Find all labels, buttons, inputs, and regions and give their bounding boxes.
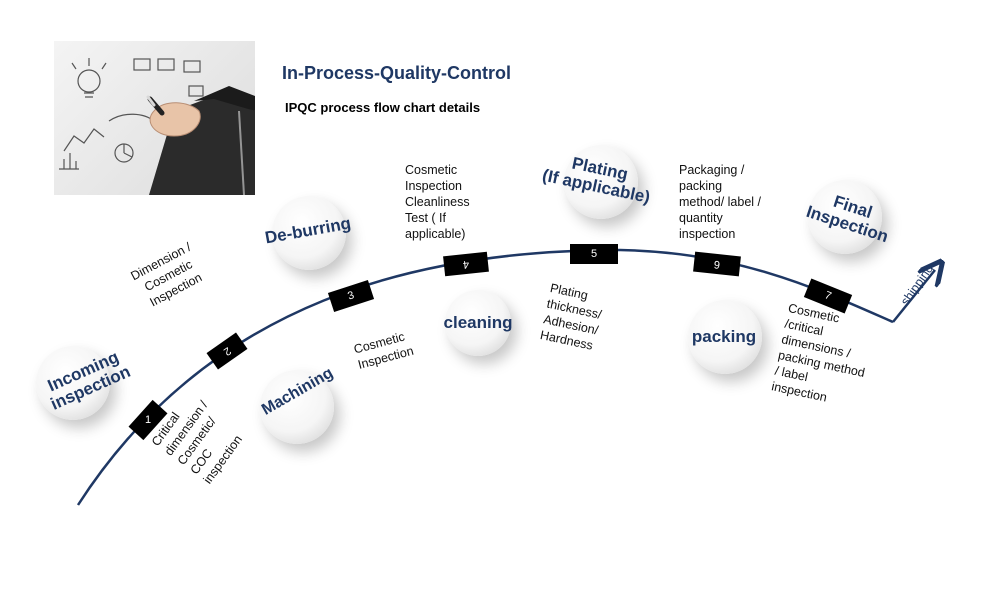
hand-drawing-sketch-photo <box>59 58 255 195</box>
step-bubble-cleaning <box>445 290 511 356</box>
step-bubble-deburring <box>272 196 346 270</box>
step-marker-5: 5 <box>570 244 618 264</box>
step-bubble-final-inspection <box>808 180 882 254</box>
note-cleaning: Cosmetic Inspection Cleanliness Test ( I… <box>405 163 470 241</box>
note-packing: Packaging / packing method/ label / quan… <box>679 163 761 241</box>
header-photo <box>54 41 255 195</box>
step-bubble-incoming <box>36 346 110 420</box>
step-bubble-plating <box>564 145 638 219</box>
page-title: In-Process-Quality-Control <box>282 63 512 83</box>
step-bubble-machining <box>260 370 334 444</box>
step-bubble-packing <box>688 300 762 374</box>
page-subtitle: IPQC process flow chart details <box>285 100 481 115</box>
step-label-packing: packing <box>691 327 757 346</box>
step-label-cleaning: cleaning <box>443 313 513 332</box>
